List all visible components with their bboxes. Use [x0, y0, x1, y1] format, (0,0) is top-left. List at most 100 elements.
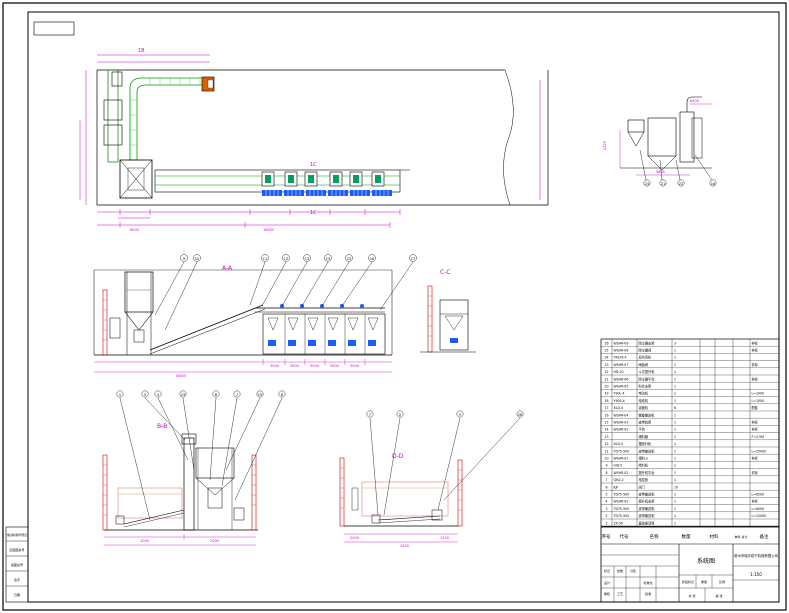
company-name: 常州市瑞宇烘干机械有限公司: [734, 553, 778, 558]
dim-label: 3500: [270, 364, 279, 368]
inner-frame: [27, 11, 780, 603]
tb-cell: 标记: [604, 568, 610, 573]
parts-cell-name: 储料斗: [639, 456, 649, 461]
parts-cell-qty: 1: [674, 478, 676, 482]
parts-cell-no: 4: [605, 500, 607, 504]
parts-cell-code: WSHR-08: [614, 349, 629, 353]
parts-header-name: 名称: [650, 533, 659, 540]
parts-cell-qty: 1: [674, 514, 676, 518]
dust-callout: 18: [711, 182, 715, 186]
parts-cell-name: 反吹风机: [639, 355, 653, 360]
parts-cell-code: TD75-500: [613, 514, 630, 518]
parts-cell-no: 3: [605, 507, 607, 511]
parts-cell-remark: 配套: [752, 405, 759, 410]
parts-header-code: 代号: [620, 533, 629, 540]
parts-header-remark: 备注: [760, 533, 769, 540]
dim-label: 3500: [330, 364, 339, 368]
parts-cell-name: 电控柜: [639, 477, 649, 482]
section-dd: D-D 7 2 3 26: [339, 410, 524, 548]
parts-cell-qty: 1: [674, 449, 676, 453]
parts-cell-code: HD-20: [614, 370, 624, 374]
parts-cell-name: 闸板阀: [639, 362, 649, 367]
parts-cell-name: 除尘器平台: [639, 376, 655, 381]
tb-cell: 工艺: [617, 591, 623, 596]
parts-cell-qty: 3: [674, 341, 676, 345]
parts-cell-code: WSHR-03: [614, 421, 629, 425]
parts-cell-no: 10: [604, 457, 608, 461]
parts-cell-no: 2: [605, 514, 607, 518]
parts-cell-code: Y90S-4: [614, 399, 625, 403]
dim-label: 6400: [690, 99, 699, 103]
parts-cell-remark: 非标: [752, 340, 759, 345]
view-title-dd: D-D: [392, 453, 404, 460]
parts-cell-code: WSHR-02: [614, 500, 629, 504]
tb-cell: 处数: [617, 568, 623, 573]
parts-cell-qty: 1: [674, 500, 676, 504]
plan-callout: 1C: [310, 210, 317, 216]
parts-cell-remark: F=3.5M: [752, 435, 765, 439]
parts-cell-qty: 1: [674, 507, 676, 511]
plan-view: 1B 1C 1C 16000 6000: [79, 48, 549, 232]
parts-cell-no: 7: [605, 478, 607, 482]
parts-cell-remark: 非标: [752, 470, 759, 475]
tb-cell: 设计: [604, 580, 610, 585]
parts-cell-no: 17: [604, 406, 608, 410]
dust-callout: 24: [645, 182, 650, 186]
dim-label: 3500: [290, 364, 299, 368]
parts-cell-code: WSHR-07: [614, 363, 629, 367]
parts-cell-qty: 10: [674, 485, 678, 489]
dim-label: 16000: [263, 228, 274, 232]
parts-cell-name: 平台: [639, 427, 645, 432]
elevation-aa: A-A: [93, 254, 417, 378]
title-block: 系统图 常州市瑞宇烘干机械有限公司 1:150 标记 处数 分区 设计 标准化 …: [600, 526, 780, 603]
tb-cell: 共 张: [689, 593, 696, 598]
parts-cell-name: 直线振动筛: [639, 520, 655, 525]
parts-cell-remark: L=12000: [752, 514, 767, 518]
parts-cell-name: 阀门: [639, 484, 645, 489]
stamp-cell: 旧底图总号: [9, 547, 24, 552]
parts-cell-no: 13: [604, 435, 608, 439]
bb-callout: 8: [281, 393, 283, 397]
parts-cell-remark: 非标: [752, 499, 759, 504]
parts-cell-name: 皮带输送机: [639, 492, 656, 497]
parts-cell-name: 提升机平台: [639, 470, 655, 475]
drawing-title: 系统图: [697, 557, 715, 565]
parts-cell-qty: 1: [674, 413, 676, 417]
dd-callout: 26: [518, 413, 522, 417]
parts-cell-no: 23: [604, 363, 608, 367]
parts-cell-no: 25: [604, 349, 608, 353]
parts-cell-name: 除尘器阀: [639, 348, 652, 353]
tb-cell: 第 张: [716, 593, 723, 598]
parts-cell-code: QHZ-2: [614, 478, 624, 482]
parts-cell-code: WSHR-02: [614, 428, 629, 432]
tb-cell: 分区: [630, 568, 636, 573]
parts-header-no: 序号: [602, 533, 611, 540]
tb-cell: 审核: [604, 591, 610, 596]
parts-header-mat: 材料: [710, 533, 719, 540]
plan-callout: 1C: [310, 162, 317, 168]
parts-cell-no: 15: [604, 421, 608, 425]
dim-label: 5800: [656, 170, 665, 174]
parts-cell-remark: 非标: [752, 348, 759, 353]
parts-cell-code: Y90L-4: [614, 392, 625, 396]
parts-cell-qty: 1: [674, 464, 676, 468]
stamp-cell: 日期: [14, 592, 20, 597]
plan-callout: 1B: [138, 48, 145, 54]
parts-cell-qty: 1: [674, 392, 676, 396]
parts-row: 7 QHZ-2 电控柜 1: [605, 477, 676, 482]
aa-callout: 14: [326, 257, 331, 261]
parts-cell-name: 储料罐: [639, 434, 649, 439]
tb-cell: 标准化: [643, 580, 652, 585]
parts-cell-remark: L=6000: [752, 507, 765, 511]
